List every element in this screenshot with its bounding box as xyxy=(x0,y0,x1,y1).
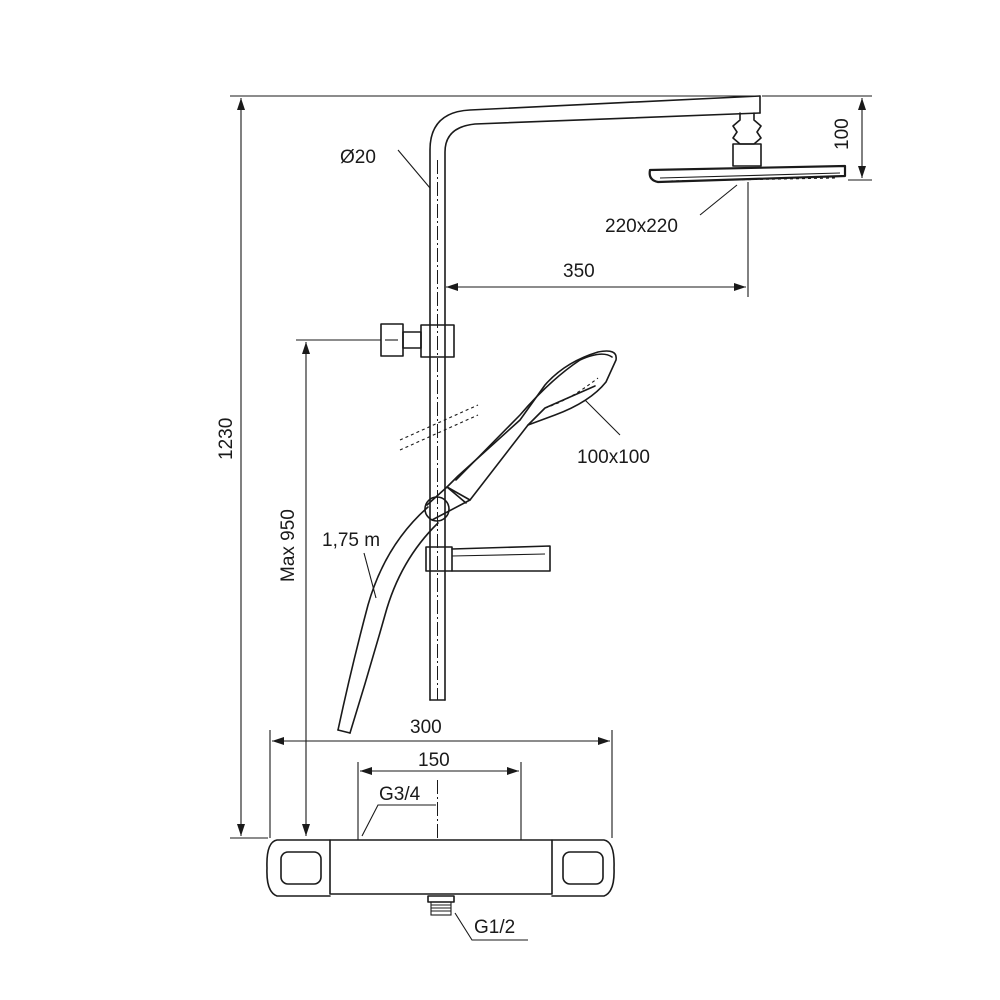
mixer-width-label: 300 xyxy=(410,717,442,738)
left-knob xyxy=(280,851,322,885)
max-height-label: Max 950 xyxy=(278,509,299,582)
shower-hose xyxy=(337,506,439,734)
total-height-dimension: 1230 xyxy=(216,95,760,839)
head-height-label: 100 xyxy=(832,118,853,150)
upper-bracket xyxy=(380,323,455,358)
inlet-thread-label: G3/4 xyxy=(379,784,421,805)
hose-length-label: 1,75 m xyxy=(322,530,380,551)
inlet-spacing-label: 150 xyxy=(418,750,450,771)
hose-length-callout: 1,75 m xyxy=(322,530,380,599)
soap-shelf xyxy=(425,545,551,572)
pipe-diameter-label: Ø20 xyxy=(340,147,376,168)
pipe-diameter-callout: Ø20 xyxy=(340,147,431,189)
thermostatic-mixer xyxy=(266,839,615,916)
outlet-thread-callout: G1/2 xyxy=(454,912,528,941)
total-height-label: 1230 xyxy=(216,418,237,460)
arm-projection-label: 350 xyxy=(563,261,595,282)
hand-shower-holder xyxy=(424,486,471,522)
mixer-width-dimension: 300 xyxy=(269,717,613,838)
inlet-thread-callout: G3/4 xyxy=(361,784,436,837)
max-height-dimension: Max 950 xyxy=(278,339,381,836)
head-height-dimension: 100 xyxy=(762,95,872,181)
head-shower-size-label: 220x220 xyxy=(605,216,678,237)
hand-shower-size-label: 100x100 xyxy=(577,447,650,468)
head-shower xyxy=(648,112,847,184)
arm-projection-dimension: 350 xyxy=(446,182,749,297)
inlet-spacing-dimension: 150 xyxy=(357,750,522,840)
hand-shower-size-callout: 100x100 xyxy=(577,399,650,468)
riser-pipe xyxy=(429,95,761,701)
outlet-thread-label: G1/2 xyxy=(474,917,515,938)
head-shower-size-callout: 220x220 xyxy=(605,184,738,237)
hand-shower xyxy=(446,350,617,504)
slide-hint-lines xyxy=(399,404,479,451)
right-knob xyxy=(562,851,604,885)
